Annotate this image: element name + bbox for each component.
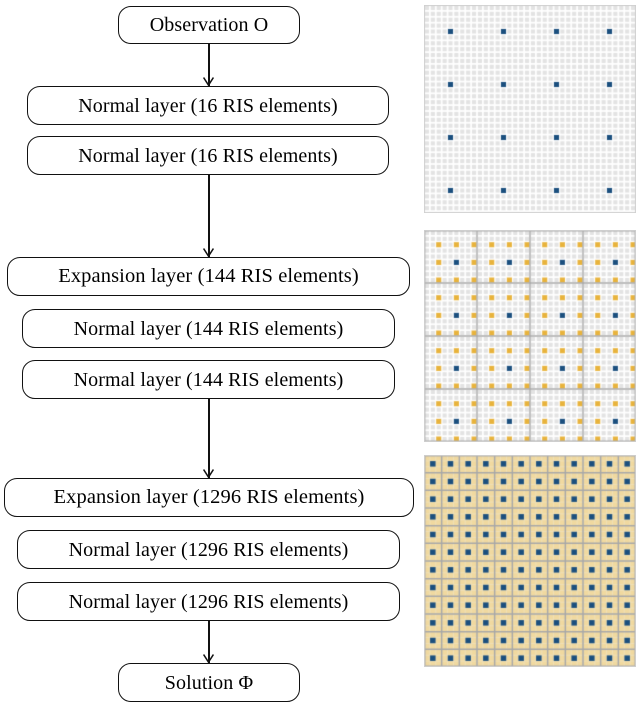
- node-expansion-144-label: Expansion layer (144 RIS elements): [58, 265, 359, 288]
- flowchart: Observation O Normal layer (16 RIS eleme…: [4, 6, 414, 702]
- node-normal-16-a[interactable]: Normal layer (16 RIS elements): [27, 86, 389, 125]
- node-observation[interactable]: Observation O: [118, 6, 300, 44]
- node-normal-1296-a-label: Normal layer (1296 RIS elements): [68, 538, 349, 561]
- ris-panel-144: [424, 230, 636, 442]
- ris-grid-144-canvas: [424, 230, 636, 442]
- arrowhead-icon: [203, 654, 214, 663]
- node-normal-144-b-label: Normal layer (144 RIS elements): [73, 368, 344, 391]
- ris-panel-16: [424, 5, 636, 213]
- node-normal-1296-b-label: Normal layer (1296 RIS elements): [68, 590, 349, 613]
- arrowhead-icon: [203, 469, 214, 478]
- node-normal-1296-b[interactable]: Normal layer (1296 RIS elements): [17, 582, 400, 621]
- node-observation-label: Observation O: [149, 14, 269, 36]
- node-normal-16-b[interactable]: Normal layer (16 RIS elements): [27, 136, 389, 175]
- node-expansion-1296-label: Expansion layer (1296 RIS elements): [53, 486, 365, 509]
- ris-grid-1296-canvas: [424, 455, 636, 667]
- node-solution[interactable]: Solution Φ: [118, 663, 300, 702]
- node-solution-label: Solution Φ: [164, 671, 254, 694]
- node-normal-16-b-label: Normal layer (16 RIS elements): [78, 144, 338, 167]
- node-normal-144-b[interactable]: Normal layer (144 RIS elements): [22, 360, 395, 399]
- ris-panel-1296: [424, 455, 636, 667]
- node-normal-16-a-label: Normal layer (16 RIS elements): [78, 94, 338, 117]
- node-normal-144-a-label: Normal layer (144 RIS elements): [73, 317, 344, 340]
- node-expansion-144[interactable]: Expansion layer (144 RIS elements): [7, 257, 410, 296]
- arrowhead-icon: [203, 77, 214, 86]
- ris-grid-16-canvas: [424, 5, 636, 213]
- arrowhead-icon: [203, 248, 214, 257]
- node-normal-144-a[interactable]: Normal layer (144 RIS elements): [22, 309, 395, 348]
- node-normal-1296-a[interactable]: Normal layer (1296 RIS elements): [17, 530, 400, 569]
- node-expansion-1296[interactable]: Expansion layer (1296 RIS elements): [4, 478, 414, 517]
